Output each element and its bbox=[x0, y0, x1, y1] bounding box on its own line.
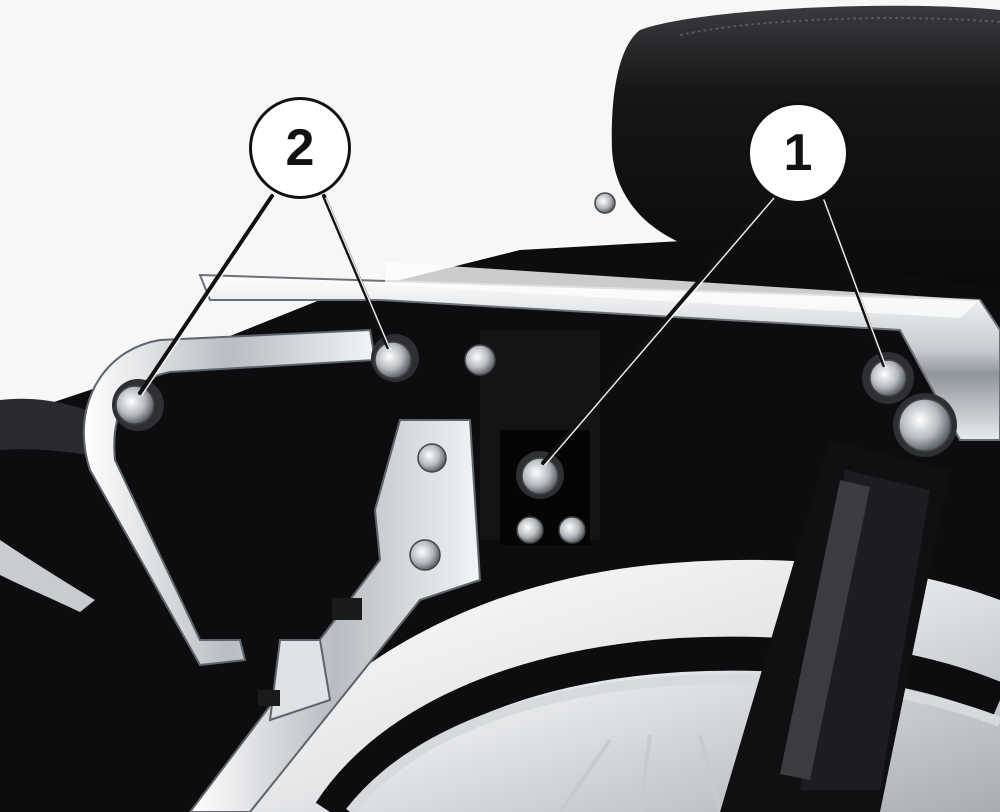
callout-1: 1 bbox=[747, 102, 849, 204]
callout-1-number: 1 bbox=[783, 124, 813, 182]
bolts bbox=[112, 192, 957, 571]
chrome-support-rail bbox=[198, 262, 1000, 441]
callout-2: 2 bbox=[249, 97, 351, 199]
shock-absorber bbox=[720, 440, 950, 812]
callout-leader-lines bbox=[138, 194, 886, 465]
chrome-mounting-bracket bbox=[188, 419, 482, 812]
callout-2-number: 2 bbox=[285, 119, 315, 177]
